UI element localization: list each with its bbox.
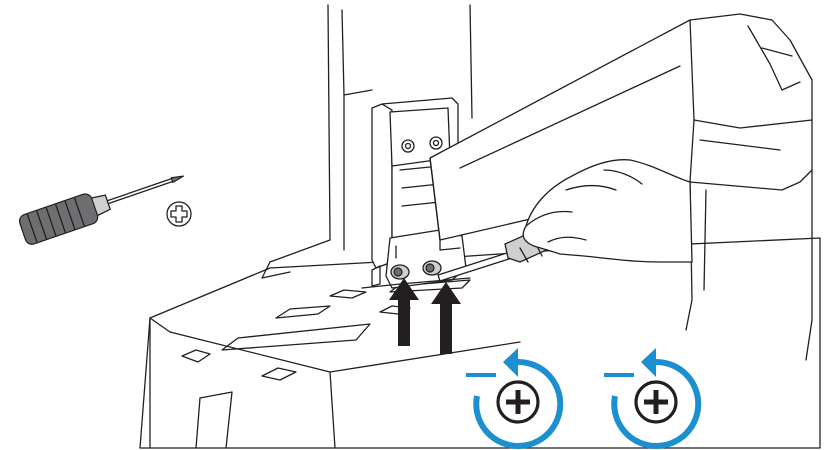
screw-right [423,261,441,275]
screw-left [391,265,409,279]
screwdriver-icon [18,161,189,246]
phillips-head-icon [167,202,191,226]
